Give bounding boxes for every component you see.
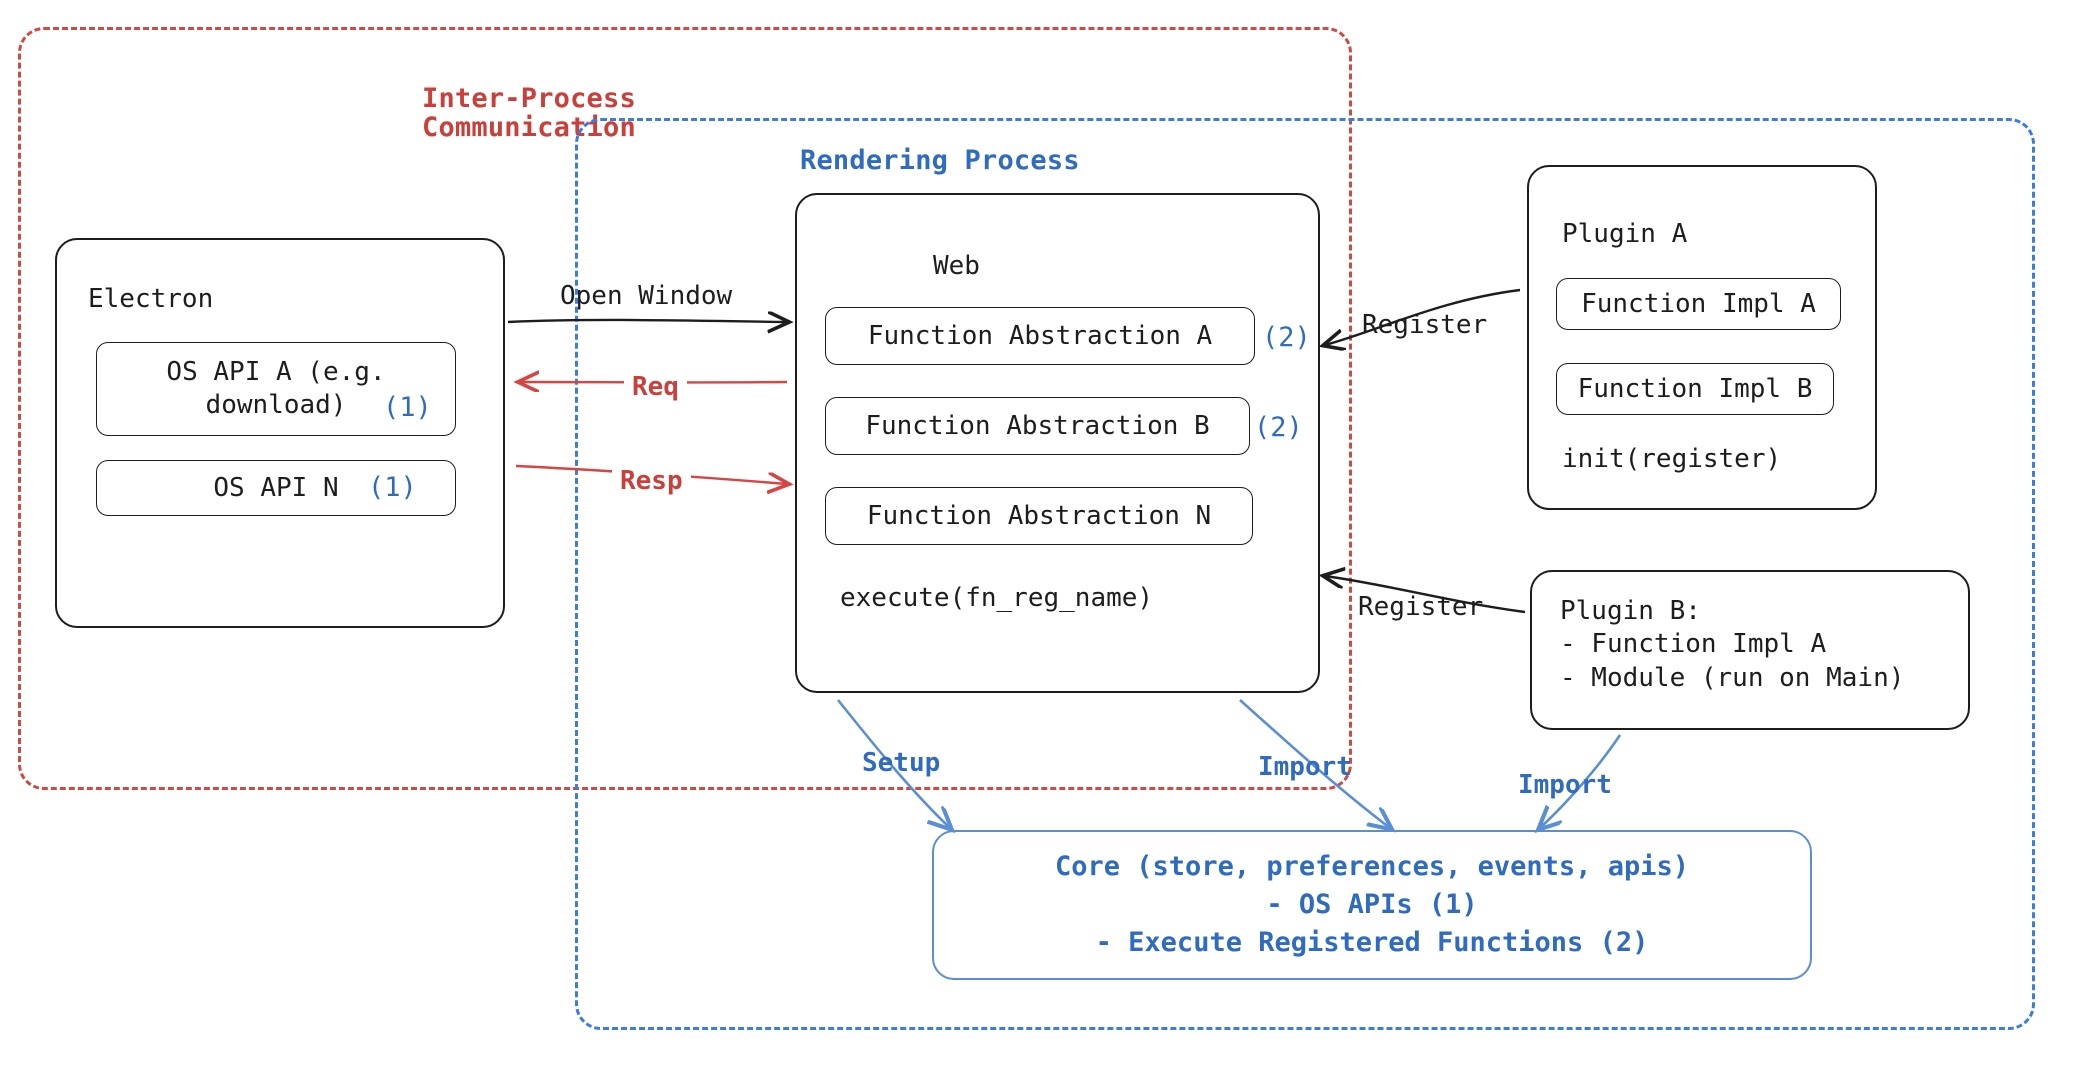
electron-title: Electron (88, 284, 214, 314)
os-api-a-box[interactable]: OS API A (e.g. download) (96, 342, 456, 436)
edge-label-setup: Setup (862, 748, 941, 778)
edge-label-register-b: Register (1358, 592, 1484, 622)
plugin-a-function-impl-a-label: Function Impl A (1581, 288, 1816, 319)
function-abstraction-a-tag: (2) (1262, 322, 1311, 353)
plugin-a-title: Plugin A (1562, 219, 1688, 249)
function-abstraction-b-label: Function Abstraction B (865, 410, 1210, 441)
edge-label-resp: Resp (612, 466, 691, 498)
region-rendering-process (575, 118, 2035, 1030)
plugin-a-function-impl-a-box[interactable]: Function Impl A (1556, 278, 1841, 330)
core-text: Core (store, preferences, events, apis) … (1055, 850, 1689, 959)
os-api-a-label: OS API A (e.g. download) (166, 357, 386, 420)
function-abstraction-a-label: Function Abstraction A (867, 320, 1213, 351)
edge-label-req: Req (624, 372, 687, 404)
edge-label-register-a: Register (1362, 310, 1488, 340)
plugin-a-function-impl-b-label: Function Impl B (1577, 373, 1813, 404)
web-title: Web (933, 251, 980, 281)
region-inter-process-communication (18, 27, 1352, 790)
region-ipc-title: Inter-Process Communication (422, 83, 636, 144)
os-api-n-tag: (1) (368, 472, 417, 503)
plugin-a-function-impl-b-box[interactable]: Function Impl B (1556, 363, 1834, 415)
function-abstraction-n-box[interactable]: Function Abstraction N (825, 487, 1253, 545)
os-api-a-tag: (1) (383, 392, 432, 423)
function-abstraction-n-label: Function Abstraction N (866, 500, 1212, 531)
function-abstraction-a-box[interactable]: Function Abstraction A (825, 307, 1255, 365)
edge-label-import-plugin-b: Import (1518, 770, 1612, 800)
os-api-n-box[interactable]: OS API N (96, 460, 456, 516)
plugin-a-footer-label: init(register) (1562, 444, 1782, 474)
os-api-n-label: OS API N (213, 472, 339, 503)
edge-label-import-web: Import (1258, 752, 1352, 782)
plugin-a-box[interactable] (1527, 165, 1877, 510)
plugin-b-text: Plugin B: - Function Impl A - Module (ru… (1560, 596, 1905, 693)
edge-label-open-window: Open Window (560, 281, 733, 311)
function-abstraction-b-tag: (2) (1254, 412, 1303, 443)
function-abstraction-b-box[interactable]: Function Abstraction B (825, 397, 1250, 455)
web-footer-label: execute(fn_reg_name) (840, 583, 1154, 613)
region-rendering-process-title: Rendering Process (800, 145, 1080, 176)
plugin-b-box[interactable] (1530, 570, 1970, 730)
core-box[interactable]: Core (store, preferences, events, apis) … (932, 830, 1812, 980)
